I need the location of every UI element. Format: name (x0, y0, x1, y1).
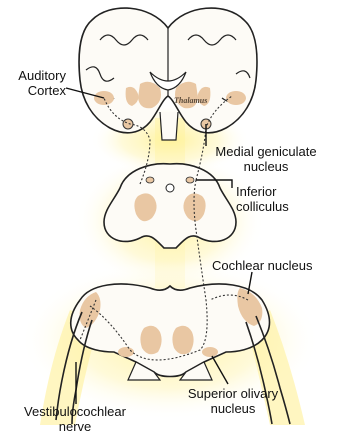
label-inferior-colliculus-line1: Inferior (236, 184, 289, 199)
label-medial-geniculate: Medial geniculate nucleus (200, 144, 332, 174)
label-superior-olivary: Superior olivary nucleus (170, 386, 296, 416)
label-vestibulocochlear-line2: nerve (6, 419, 144, 433)
label-medial-geniculate-line1: Medial geniculate (200, 144, 332, 159)
label-vestibulocochlear-nerve: Vestibulocochlear nerve (6, 404, 144, 433)
label-superior-olivary-line1: Superior olivary (170, 386, 296, 401)
label-inferior-colliculus: Inferior colliculus (236, 184, 289, 214)
label-thalamus: Thalamus (174, 96, 207, 105)
cerebrum (79, 8, 257, 140)
label-inferior-colliculus-line2: colliculus (236, 199, 289, 214)
label-medial-geniculate-line2: nucleus (200, 159, 332, 174)
label-auditory-cortex-line1: Auditory (6, 68, 66, 83)
label-superior-olivary-line2: nucleus (170, 401, 296, 416)
label-auditory-cortex-line2: Cortex (6, 83, 66, 98)
label-cochlear-nucleus: Cochlear nucleus (212, 258, 312, 273)
label-auditory-cortex: Auditory Cortex (6, 68, 66, 98)
label-vestibulocochlear-line1: Vestibulocochlear (6, 404, 144, 419)
